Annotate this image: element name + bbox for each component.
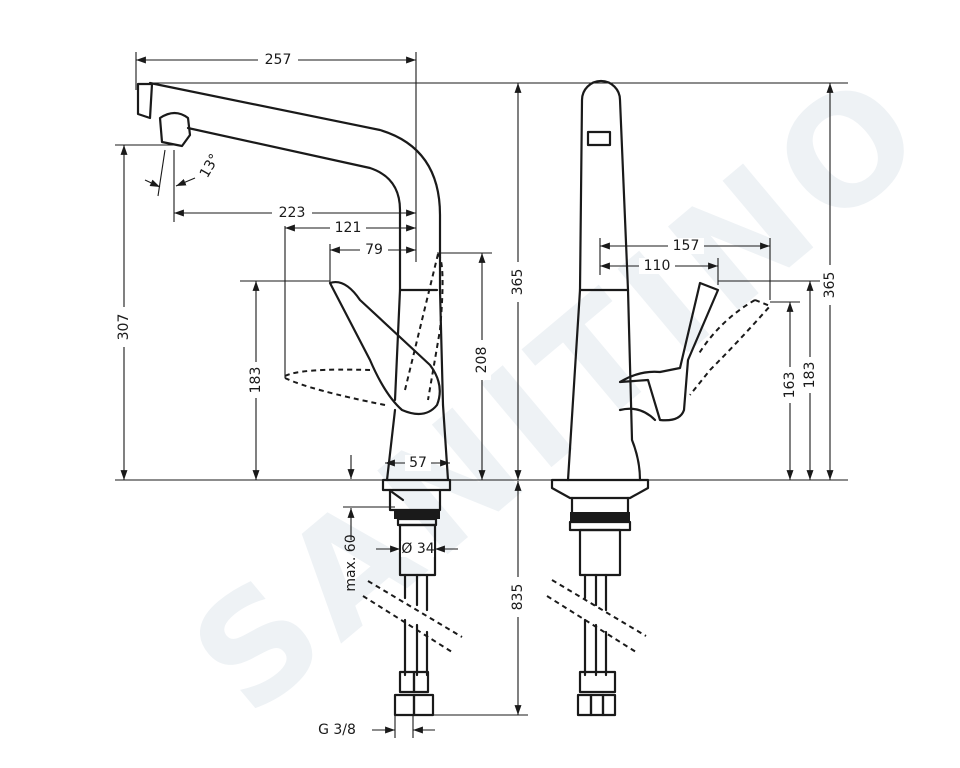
dimension-max-counter-thickness: max. 60	[343, 508, 359, 592]
svg-text:257: 257	[265, 52, 292, 68]
side-view-faucet	[546, 79, 772, 717]
dimension-total-height: 365	[509, 83, 527, 480]
svg-text:110: 110	[644, 258, 671, 274]
svg-text:183: 183	[248, 367, 264, 394]
side-dimension-total-height: 365	[821, 83, 839, 480]
svg-text:79: 79	[365, 242, 383, 258]
side-dimension-lever-height-closed: 163	[781, 302, 799, 480]
svg-text:13°: 13°	[197, 151, 223, 181]
svg-text:307: 307	[116, 314, 132, 341]
svg-text:57: 57	[409, 455, 427, 471]
side-dimension-lever-open-reach: 157	[600, 238, 770, 254]
dimension-aerator-reach: 223	[174, 204, 416, 222]
svg-text:G 3/8: G 3/8	[318, 722, 356, 738]
dimension-overall-reach: 257	[136, 51, 416, 69]
side-dimension-lever-height-open: 183	[801, 281, 819, 480]
svg-text:163: 163	[782, 372, 798, 399]
svg-text:208: 208	[474, 347, 490, 374]
dimension-lever-reach: 79	[330, 242, 416, 258]
svg-text:max. 60: max. 60	[343, 534, 359, 591]
svg-text:157: 157	[673, 238, 700, 254]
svg-text:365: 365	[822, 272, 838, 299]
svg-text:365: 365	[510, 269, 526, 296]
dimension-hose-length: 835	[509, 481, 527, 715]
dimension-spout-angle: 13°	[144, 151, 223, 188]
dimension-shank-diameter: Ø 34	[376, 541, 458, 557]
svg-text:121: 121	[335, 220, 362, 236]
side-dimension-lever-reach: 110	[600, 258, 718, 274]
dimension-lever-height: 183	[247, 281, 265, 480]
svg-text:Ø 34: Ø 34	[401, 541, 434, 557]
watermark: SANITINO	[161, 38, 960, 748]
svg-text:223: 223	[279, 205, 306, 221]
svg-text:183: 183	[802, 362, 818, 389]
dimension-lever-open-reach: 121	[285, 220, 416, 236]
dimension-connection-thread: G 3/8	[318, 722, 435, 738]
dimension-aerator-height: 307	[115, 145, 133, 480]
dimension-base-diameter: 57	[347, 455, 450, 479]
svg-text:835: 835	[510, 584, 526, 611]
dimension-body-height: 208	[473, 252, 491, 480]
